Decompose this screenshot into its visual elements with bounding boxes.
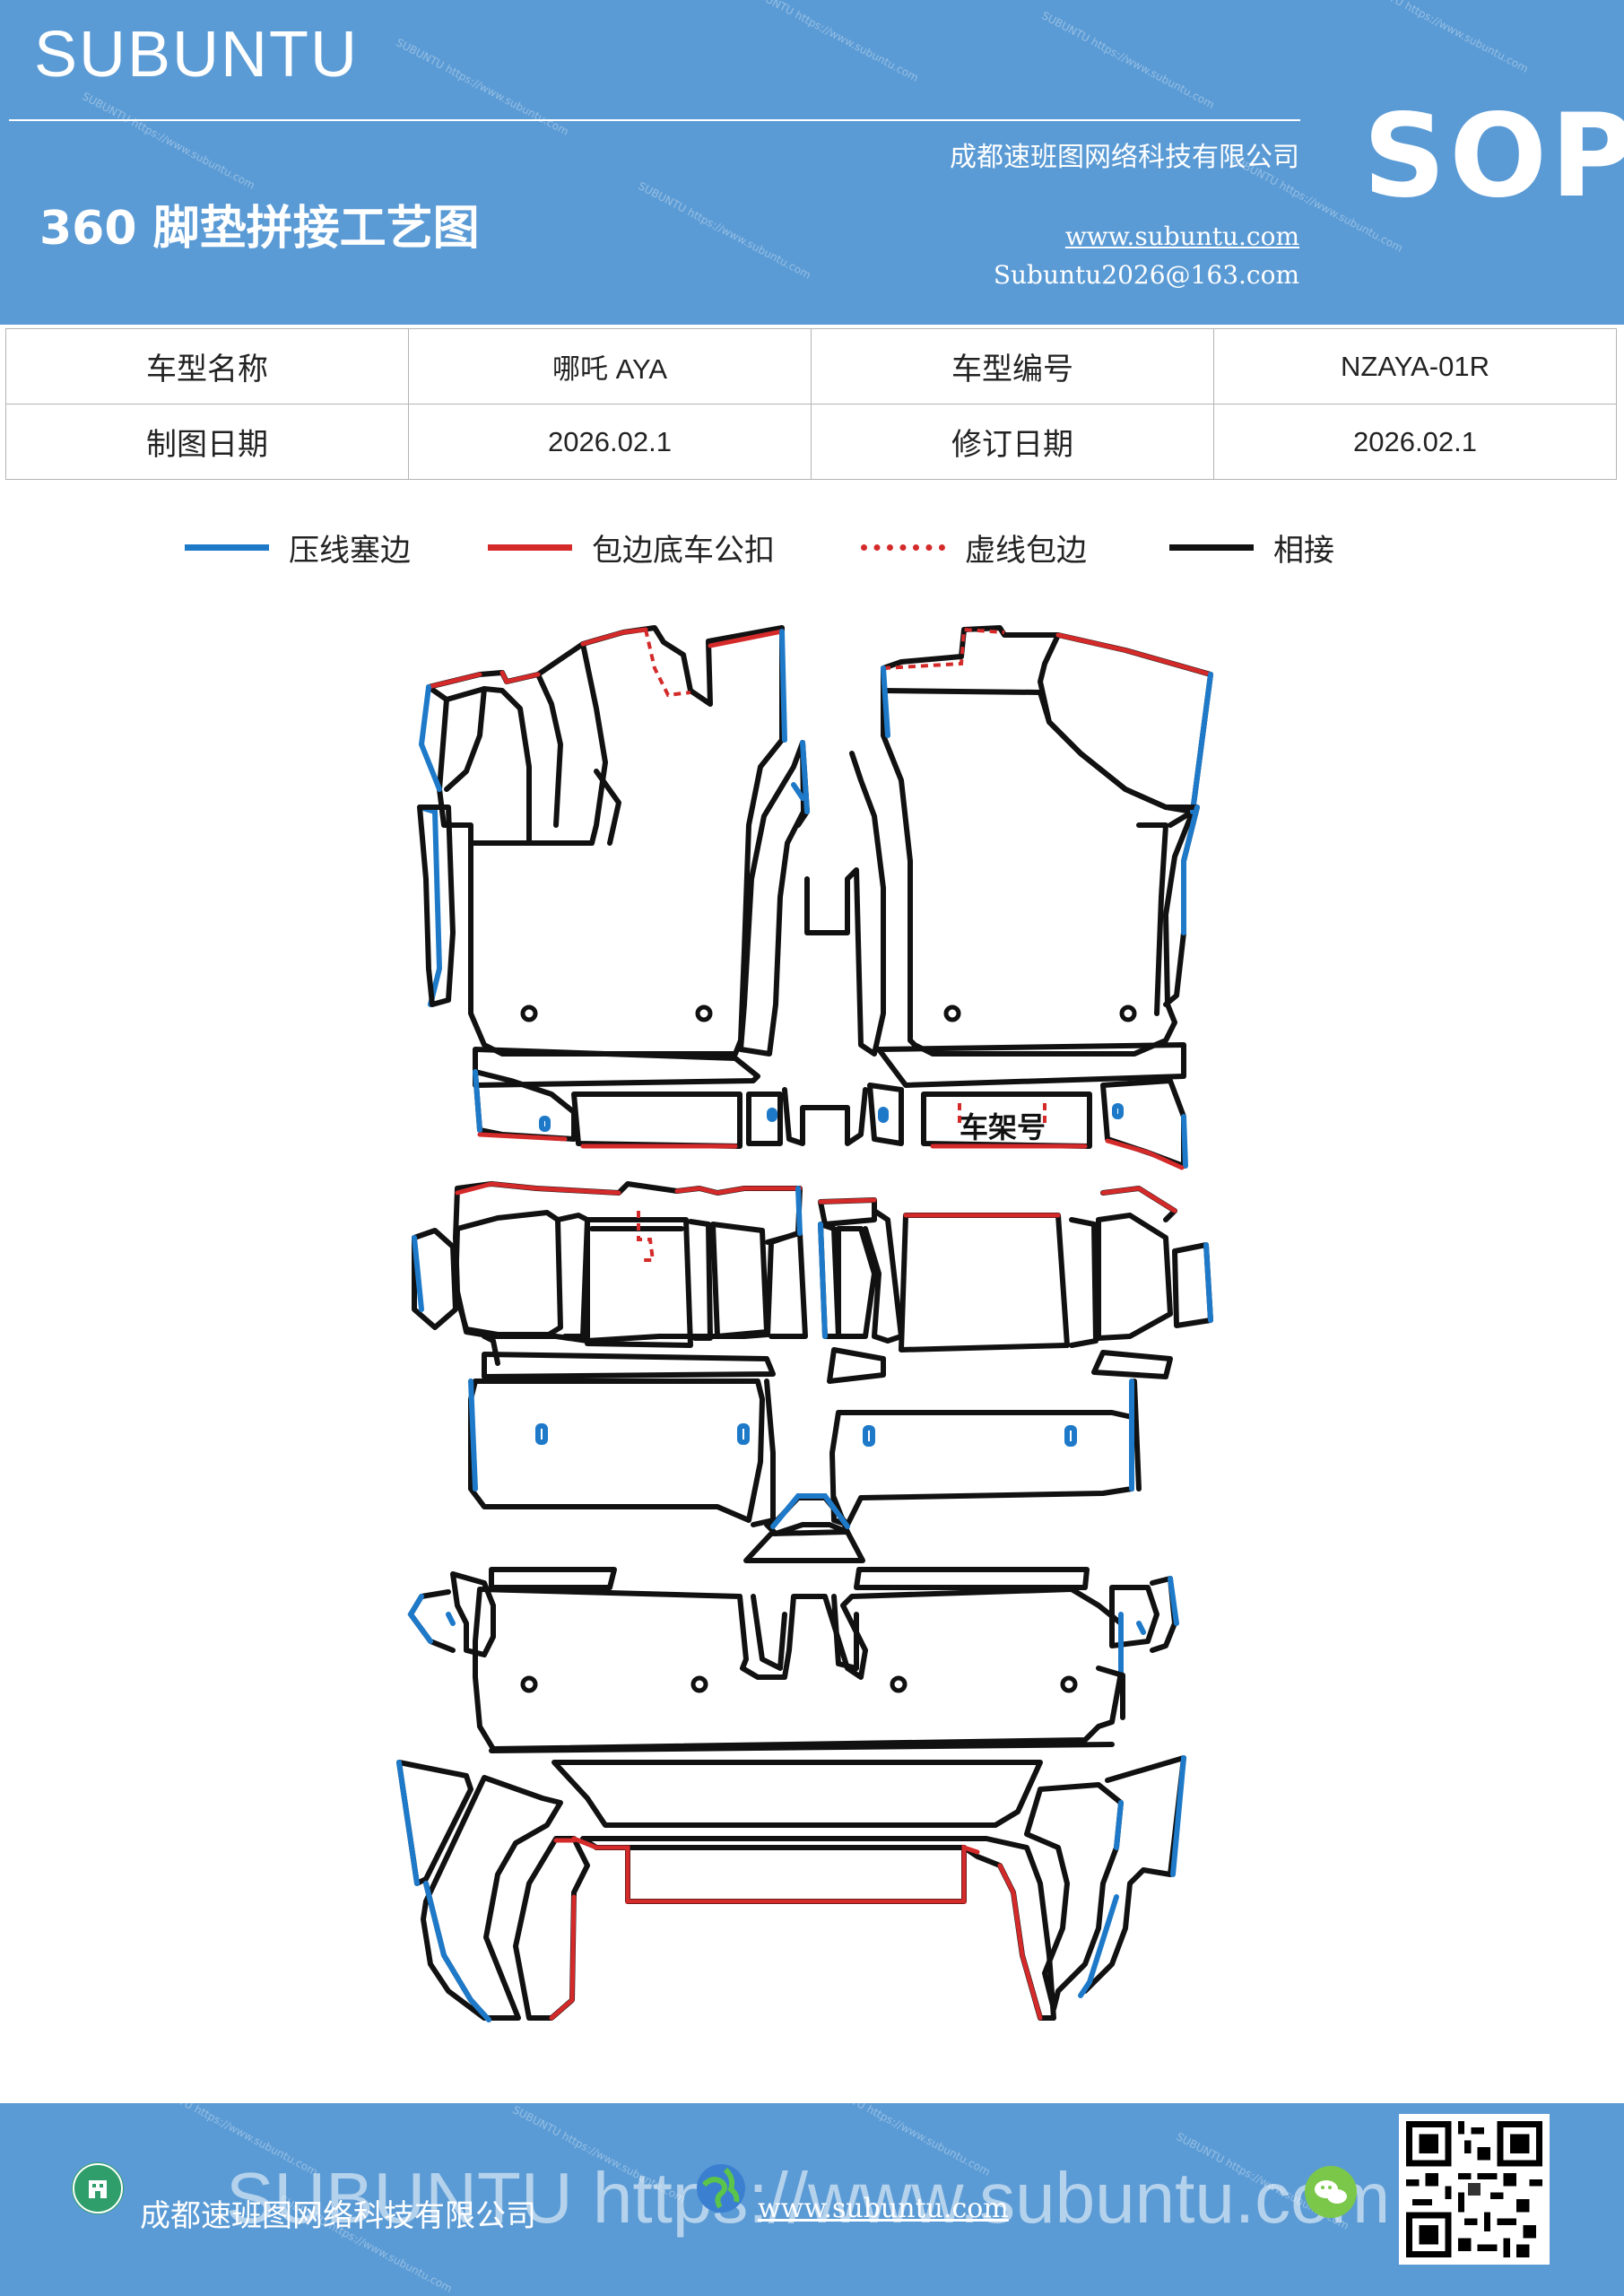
trunk-mats [396,1755,1186,2022]
legend-label: 虚线包边 [965,532,1087,569]
model-name-value: 哪吒 AYA [408,328,812,404]
revise-date-label: 修订日期 [811,404,1214,480]
mat-layout-drawing: 车架号 [396,625,1213,2022]
page-title: 360 脚垫拼接工艺图 [39,202,480,256]
footer-watermark-text: SUBUNTU https://www.subuntu.com [226,2158,1391,2238]
model-code-label: 车型编号 [811,328,1214,404]
legend-item-dashed-wrap: 虚线包边 [861,525,1087,570]
center-tunnel-front [738,740,886,1057]
frame-number-label: 车架号 [960,1110,1046,1144]
legend-swatch [1169,544,1254,551]
sop-badge: SOP [1363,90,1624,223]
legend-swatch [861,544,945,551]
legend-swatch [185,544,269,551]
draw-date-value: 2026.02.1 [408,404,812,480]
third-row-mat [407,1567,1179,1753]
front-left-lower-strips [473,1047,868,1149]
front-right-mat [881,625,1213,1057]
brand-logo-text: SUBUNTU [34,19,360,91]
second-row-right-mats [818,1186,1213,1384]
qr-code-pattern [1406,2121,1542,2257]
watermark: SUBUNTU https://www.subuntu.com [80,90,257,192]
header-divider [9,119,1300,121]
watermark: SUBUNTU https://www.subuntu.com [1039,9,1217,111]
table-row: 车型名称 哪吒 AYA 车型编号 NZAYA-01R [5,328,1617,404]
vehicle-info-table: 车型名称 哪吒 AYA 车型编号 NZAYA-01R 制图日期 2026.02.… [5,328,1617,480]
contact-email[interactable]: Subuntu2026@163.com [993,260,1299,290]
header-banner: SUBUNTU https://www.subuntu.com SUBUNTU … [0,0,1624,325]
building-icon [72,2162,124,2214]
qr-code[interactable] [1399,2114,1550,2265]
watermark: SUBUNTU https://www.subuntu.com [636,179,813,282]
legend-item-press-line: 压线塞边 [185,525,411,570]
legend-item-joint: 相接 [1169,525,1334,570]
front-right-lower-strips [867,1042,1188,1170]
footer-website-link[interactable]: www.subuntu.com [758,2193,1009,2224]
front-left-mat [417,625,787,1057]
footer-banner: SUBUNTU https://www.subuntu.com SUBUNTU … [0,2103,1624,2296]
legend-item-wrap-clip: 包边底车公扣 [488,525,775,570]
model-code-value: NZAYA-01R [1213,328,1617,404]
floor-mat-diagram: 车架号 [0,592,1624,2081]
wechat-icon [1305,2166,1357,2218]
revise-date-value: 2026.02.1 [1213,404,1617,480]
watermark: SUBUNTU https://www.subuntu.com [1353,0,1531,75]
watermark: SUBUNTU https://www.subuntu.com [743,0,921,84]
globe-icon [695,2162,747,2214]
line-legend: 压线塞边 包边底车公扣 虚线包边 相接 [0,525,1624,570]
draw-date-label: 制图日期 [5,404,409,480]
website-link[interactable]: www.subuntu.com [1064,222,1299,251]
second-row-left-mats [412,1181,808,1379]
model-name-label: 车型名称 [5,328,409,404]
legend-label: 压线塞边 [289,532,411,569]
legend-label: 相接 [1273,532,1334,569]
table-row: 制图日期 2026.02.1 修订日期 2026.02.1 [5,404,1617,480]
company-name: 成都速班图网络科技有限公司 [950,142,1299,173]
second-row-long-strip [468,1378,1142,1563]
footer-company-name: 成都速班图网络科技有限公司 [140,2198,536,2234]
watermark: SUBUNTU https://www.subuntu.com [394,36,571,138]
legend-swatch [488,544,572,551]
legend-label: 包边底车公扣 [592,532,775,569]
